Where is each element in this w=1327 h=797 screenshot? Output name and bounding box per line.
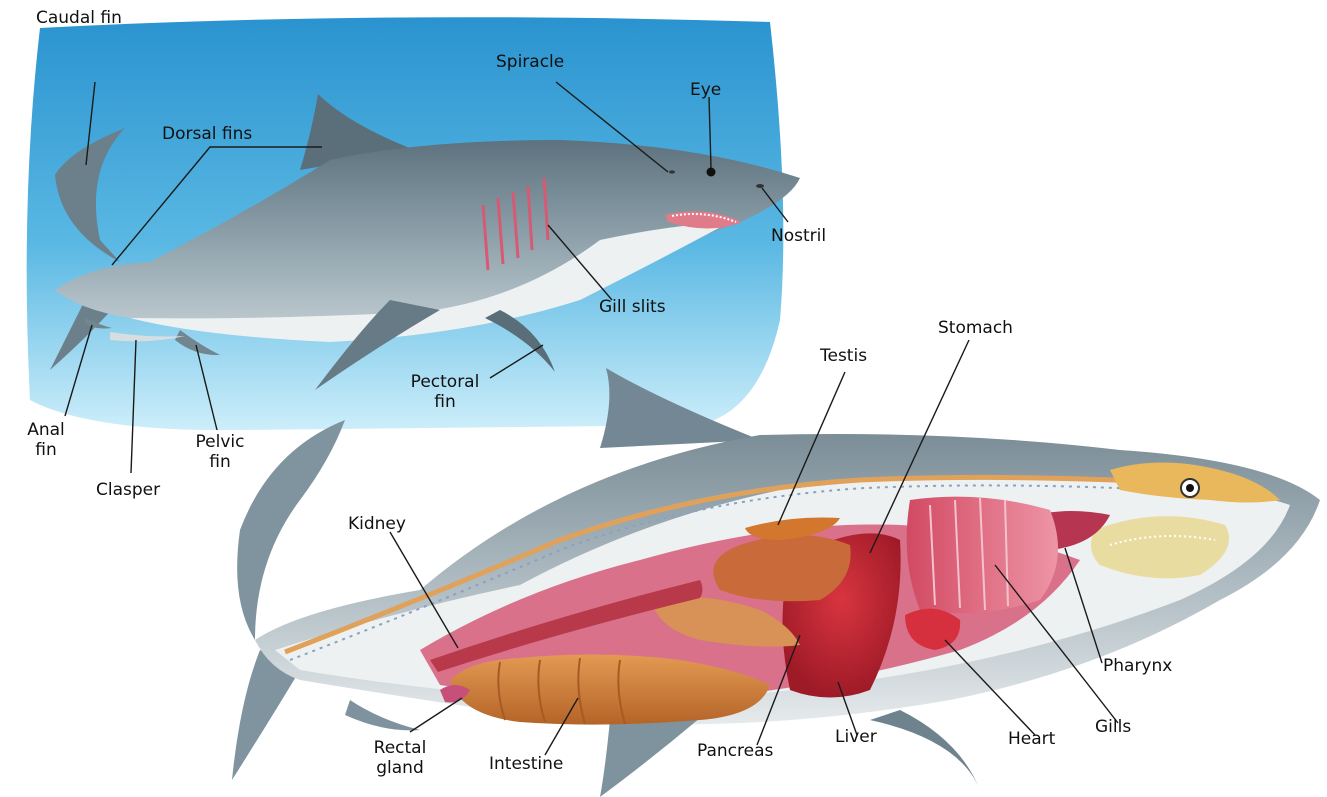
leader-rectal-gland (410, 698, 462, 732)
label-rectal-gland: Rectal gland (360, 738, 440, 778)
label-rectal-gland-line1: Rectal (360, 738, 440, 758)
label-anal-fin-line1: Anal (22, 420, 70, 440)
label-kidney: Kidney (348, 514, 406, 534)
label-anal-fin: Anal fin (22, 420, 70, 460)
label-clasper: Clasper (96, 480, 160, 500)
label-heart: Heart (1008, 729, 1055, 749)
label-pharynx: Pharynx (1103, 656, 1172, 676)
label-pelvic-fin-line2: fin (190, 452, 250, 472)
label-pancreas: Pancreas (697, 741, 773, 761)
label-gills: Gills (1095, 717, 1131, 737)
label-stomach: Stomach (938, 318, 1013, 338)
label-gill-slits: Gill slits (599, 297, 666, 317)
label-pelvic-fin-line1: Pelvic (190, 432, 250, 452)
label-dorsal-fins: Dorsal fins (162, 124, 252, 144)
label-intestine: Intestine (489, 754, 563, 774)
label-nostril: Nostril (771, 226, 826, 246)
label-anal-fin-line2: fin (22, 440, 70, 460)
label-testis: Testis (820, 346, 867, 366)
label-pelvic-fin: Pelvic fin (190, 432, 250, 472)
label-liver: Liver (835, 727, 877, 747)
cutaway-shark (232, 368, 1320, 797)
label-pectoral-fin: Pectoral fin (400, 372, 490, 412)
jaw-cartilage (1091, 516, 1229, 578)
label-spiracle: Spiracle (496, 52, 564, 72)
eye-shape (707, 168, 716, 177)
label-caudal-fin: Caudal fin (36, 8, 122, 28)
label-eye: Eye (690, 80, 721, 100)
label-pectoral-fin-line1: Pectoral (400, 372, 490, 392)
label-rectal-gland-line2: gland (360, 758, 440, 778)
label-pectoral-fin-line2: fin (400, 392, 490, 412)
